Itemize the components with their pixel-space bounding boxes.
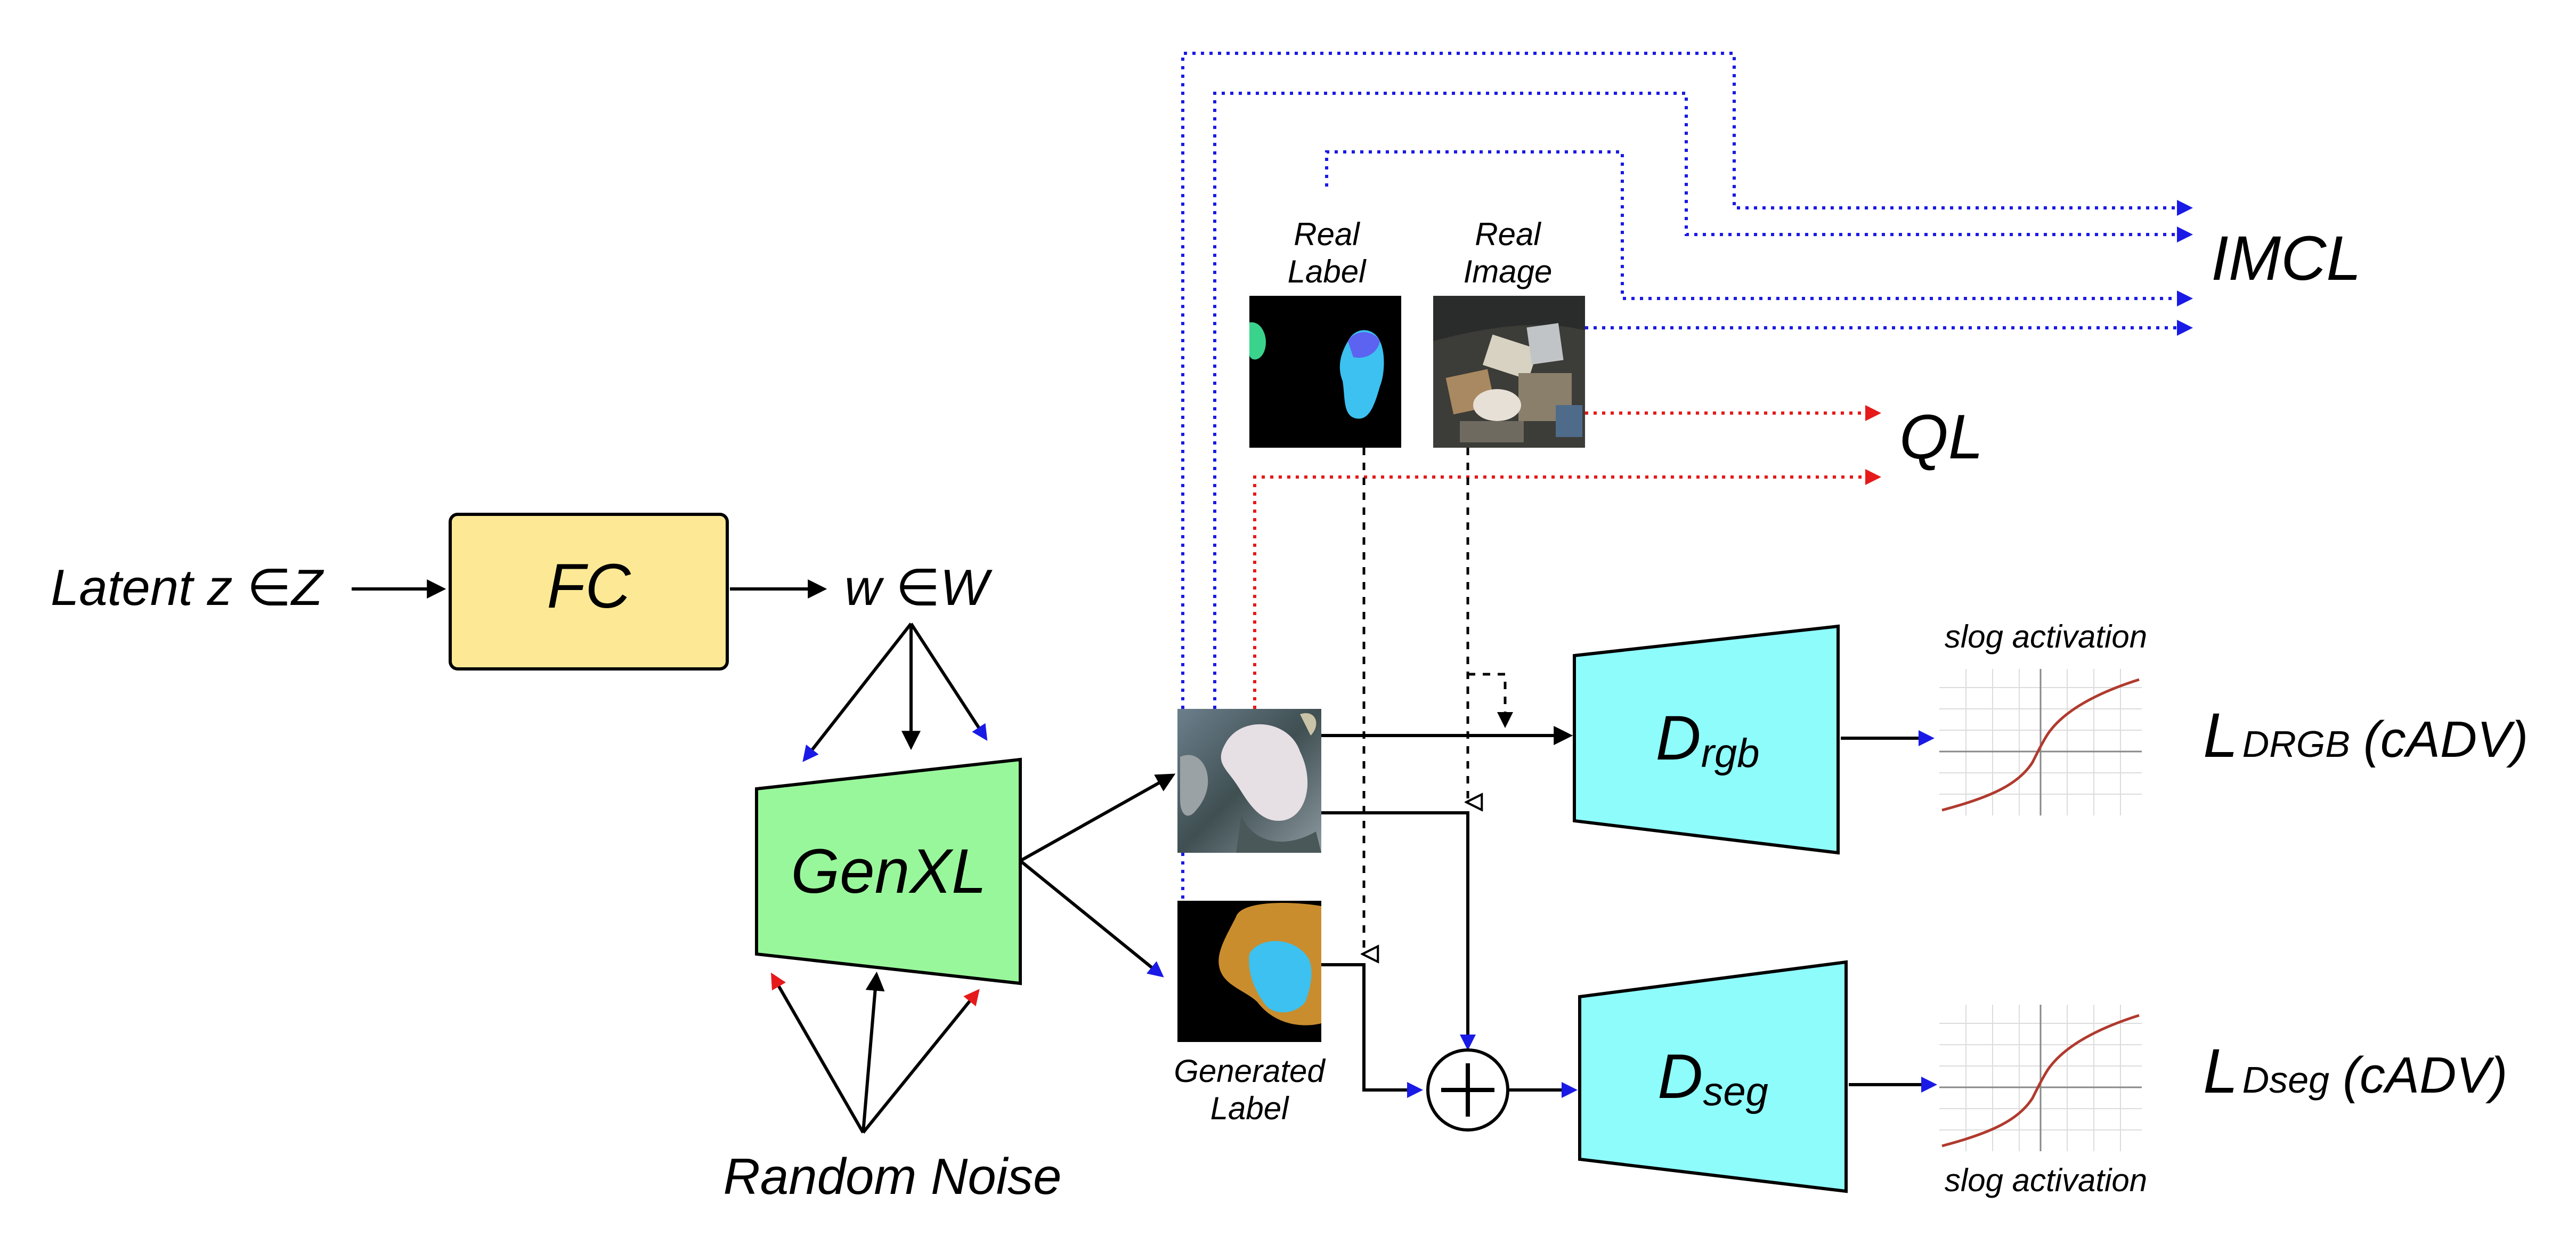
arrow-w-to-gen-right [909,623,988,741]
loss-drgb-sub: DRGB [2242,723,2350,765]
real-image-caption-line2: Image [1464,254,1553,289]
w-label: w ∈W [844,559,993,616]
latent-label: Latent z ∈Z [51,559,324,616]
loss-dseg-sub: Dseg [2242,1059,2329,1101]
line-label-to-merge [1321,963,1423,1098]
drgb-main: D [1655,703,1701,773]
imcl-label: IMCL [2211,223,2361,294]
blue-path-outer [1181,52,2193,709]
real-label-caption-line1: Real [1294,216,1360,252]
activation-bottom-caption: slog activation [1945,1162,2147,1198]
generated-label-caption-line1: Generated [1174,1053,1326,1089]
real-label-caption-line2: Label [1288,254,1367,289]
drgb-sub: rgb [1701,731,1760,776]
fc-block [449,513,729,671]
loss-drgb-L: L [2203,700,2238,771]
arrow-noise-to-gen-left [771,972,865,1134]
dseg-sub: seg [1703,1069,1768,1114]
genxl-block [755,757,1022,986]
ql-label: QL [1899,402,1983,472]
arrow-gen-to-label [1019,859,1164,978]
dash-real-image-to-drgb [1468,673,1513,728]
generated-label-caption-line2: Label [1210,1091,1289,1126]
loss-dseg-tail: (cADV) [2343,1047,2507,1104]
arrow-noise-to-gen-center [862,971,885,1133]
generated-label-thumbnail [1177,901,1321,1042]
dseg-main: D [1657,1041,1703,1112]
generated-image-thumbnail [1177,709,1321,853]
arrow-w-to-gen-left [802,623,913,762]
drgb-block [1573,624,1840,855]
arrow-noise-to-gen-right [862,989,980,1134]
loss-dseg-L: L [2203,1036,2238,1106]
activation-bottom-plot [1939,1005,2142,1151]
line-image-to-merge [1321,811,1476,1051]
random-noise-label: Random Noise [724,1148,1062,1205]
loss-drgb-tail: (cADV) [2363,711,2528,768]
activation-top-caption: slog activation [1945,619,2147,655]
blue-path-real-label [1325,150,2193,306]
real-image-thumbnail [1433,296,1585,448]
red-path-generated-image [1253,469,1881,709]
real-image-caption-line1: Real [1475,216,1541,252]
genxl-label: GenXL [791,836,986,907]
blue-path-image [1213,92,2193,709]
dseg-block [1578,960,1848,1193]
drgb-label: Drgb [1655,703,1759,776]
real-label-thumbnail [1249,296,1401,448]
activation-top-plot [1939,669,2142,815]
arrow-gen-to-image [1019,773,1176,862]
dseg-label: Dseg [1657,1041,1768,1114]
fc-label: FC [547,551,631,621]
